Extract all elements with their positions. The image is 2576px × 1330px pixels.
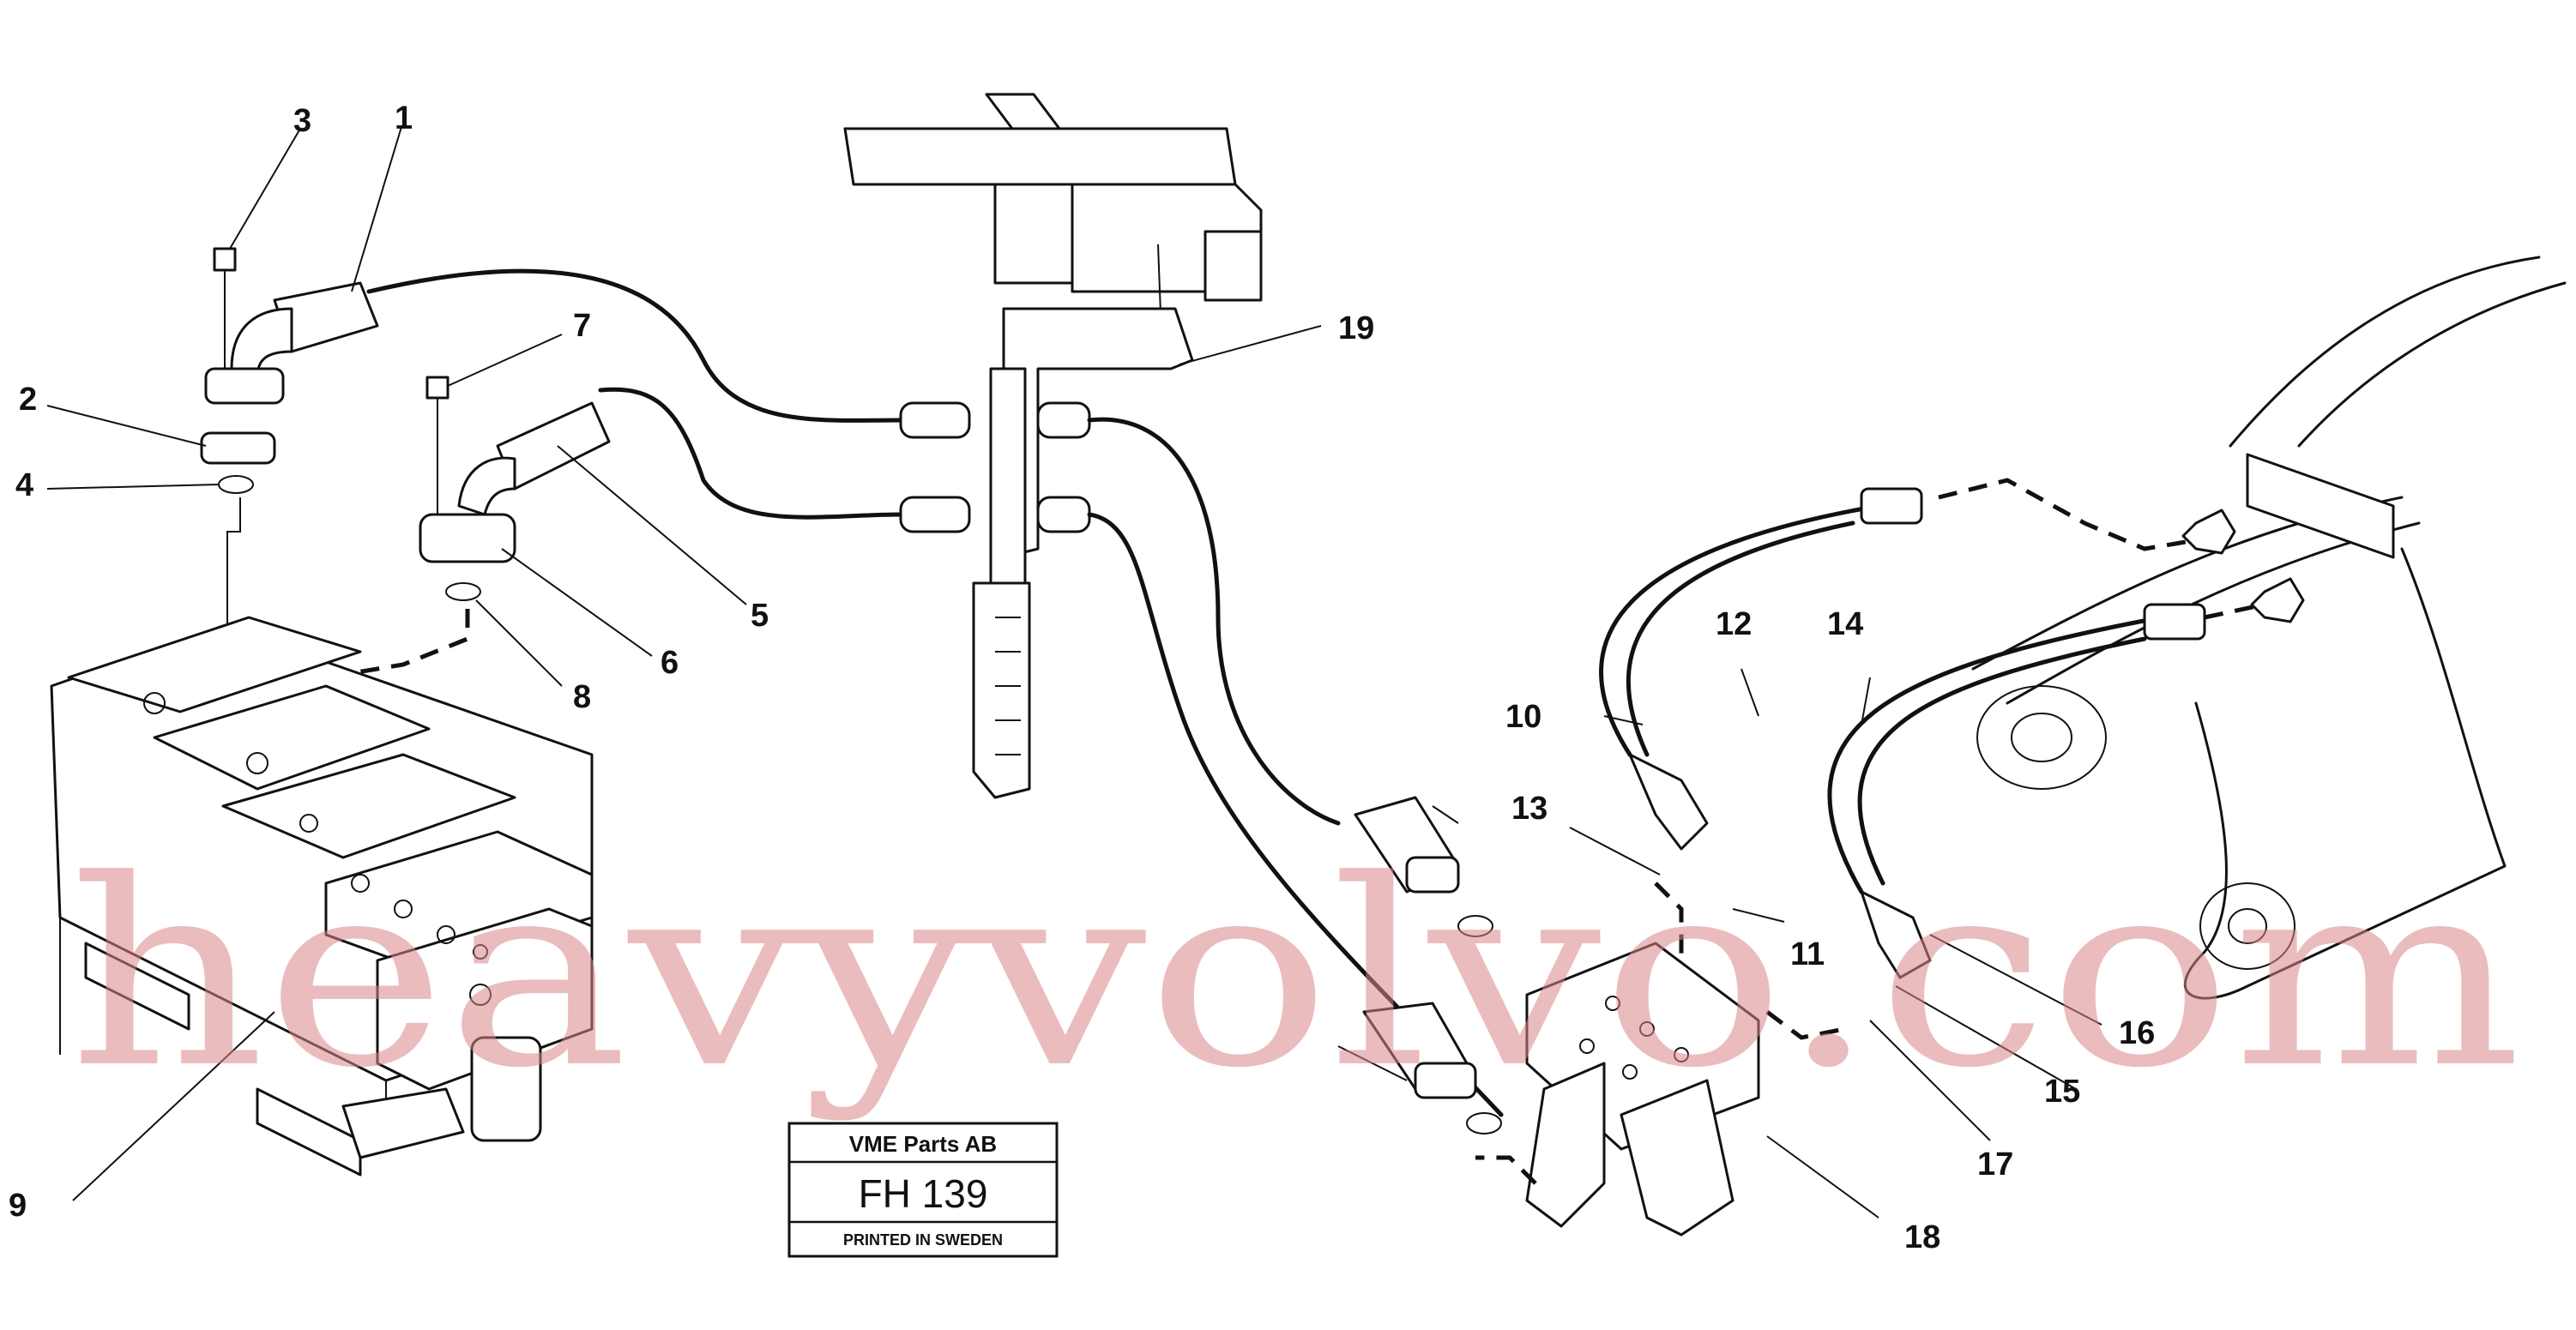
valve-ports [143, 692, 492, 1006]
callout-12: 12 [1716, 606, 1752, 642]
callout-18: 18 [1904, 1219, 1940, 1255]
callout-5: 5 [751, 598, 769, 634]
callout-1: 1 [395, 100, 413, 136]
callout-7: 7 [573, 308, 591, 344]
callout-13: 13 [1511, 791, 1547, 827]
callout-labels: 1 2 3 4 5 6 7 8 9 10 11 12 13 14 15 16 1… [9, 100, 2155, 1255]
leader-lines [46, 126, 2102, 1219]
stamp-company: VME Parts AB [849, 1131, 997, 1157]
stamp-code: FH 139 [859, 1171, 988, 1216]
bracket [972, 307, 1194, 799]
hoses-lower [1599, 478, 2265, 979]
hoses-upper [366, 268, 1504, 1117]
callout-11: 11 [1790, 936, 1825, 972]
stamp-printed: PRINTED IN SWEDEN [843, 1231, 1003, 1249]
callout-4: 4 [15, 467, 33, 503]
boom-linkage [1971, 256, 2567, 1000]
foot-valve [1475, 882, 1845, 1237]
fitting-group-left [200, 247, 379, 772]
callout-6: 6 [661, 645, 679, 681]
callout-15: 15 [2044, 1074, 2080, 1110]
fittings-lower-middle [1337, 796, 1502, 1134]
callout-9: 9 [9, 1188, 27, 1224]
callout-16: 16 [2119, 1015, 2155, 1051]
valve-block [50, 616, 594, 1177]
callout-8: 8 [573, 679, 591, 715]
watermark-text: heavyvolvo.com [69, 825, 2522, 1124]
callout-3: 3 [293, 103, 311, 139]
fitting-group-middle [325, 376, 611, 680]
callout-19: 19 [1338, 310, 1374, 346]
title-stamp: VME Parts AB FH 139 PRINTED IN SWEDEN [787, 1122, 1059, 1258]
callout-14: 14 [1827, 606, 1863, 642]
callout-2: 2 [19, 382, 37, 418]
t-frame [843, 93, 1263, 361]
callout-17: 17 [1977, 1146, 2013, 1183]
callout-10: 10 [1505, 699, 1541, 735]
